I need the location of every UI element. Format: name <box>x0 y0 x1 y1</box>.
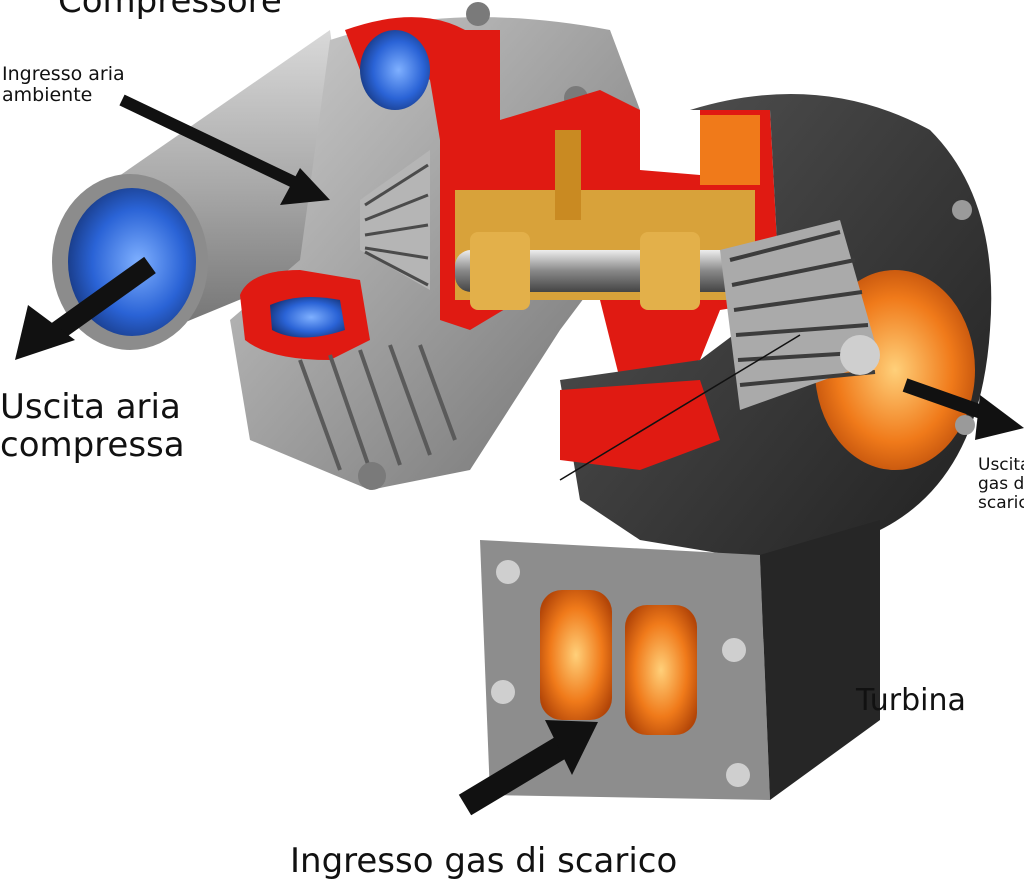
label-exhaust-in: Ingresso gas di scarico <box>290 842 677 880</box>
label-air-inlet-line2: ambiente <box>2 84 93 107</box>
label-turbine: Turbina <box>856 684 966 718</box>
arrow-exhaust-in <box>458 720 598 816</box>
label-compressor-text: Compressore <box>58 0 282 21</box>
bearing <box>640 232 700 310</box>
leader-line <box>559 334 801 481</box>
flange-hole <box>726 763 750 787</box>
bearing <box>470 232 530 310</box>
arrow-air-inlet <box>119 94 330 205</box>
exhaust-port <box>540 590 612 720</box>
label-compressed-line1: Uscita aria <box>0 387 181 427</box>
arrow-compressed-out <box>15 256 156 360</box>
label-compressed-air-out: Uscita aria compressa <box>0 388 185 464</box>
label-exhaust-out: Uscita gas di scarico <box>978 455 1024 514</box>
flange-hole <box>491 680 515 704</box>
center-housing <box>440 30 780 380</box>
exhaust-port <box>625 605 697 735</box>
turbine-section-red <box>560 380 720 470</box>
flange-hole <box>496 560 520 584</box>
housing-bolt <box>358 462 386 490</box>
arrow-exhaust-out <box>902 378 1024 440</box>
compressor-wheel <box>360 150 430 290</box>
turbine-wheel <box>720 220 880 410</box>
flange-hole <box>722 638 746 662</box>
label-exhaust-out-line1: Uscita <box>978 455 1024 475</box>
label-air-inlet: Ingresso aria ambiente <box>2 63 125 107</box>
label-exhaust-in-text: Ingresso gas di scarico <box>290 841 678 881</box>
label-compressed-line2: compressa <box>0 425 185 466</box>
housing-bolt <box>466 2 490 26</box>
label-air-inlet-line1: Ingresso aria <box>2 63 125 85</box>
turbine-nut <box>840 335 880 375</box>
label-exhaust-out-line3: scarico <box>978 493 1024 514</box>
turbine-scroll-window <box>700 115 760 185</box>
compressor-ribs <box>298 344 457 471</box>
label-exhaust-out-line2: gas di <box>978 474 1024 495</box>
compressor-scroll-air <box>360 30 430 110</box>
label-turbine-text: Turbina <box>856 683 966 718</box>
oil-inlet-passage <box>555 130 581 220</box>
label-compressor: Compressore <box>58 0 282 20</box>
